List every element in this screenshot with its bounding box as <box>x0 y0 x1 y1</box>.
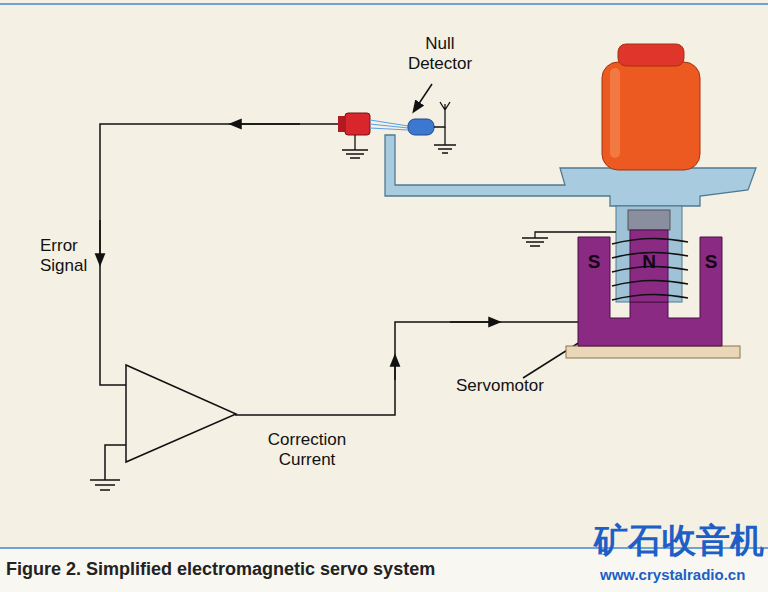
signal-name: Error Signal <box>40 236 100 277</box>
magnet-pole: N <box>630 237 668 297</box>
spindle-core <box>628 210 670 230</box>
pole-label: S <box>588 251 601 273</box>
coil-winding <box>612 238 688 244</box>
signal-name: Correction Current <box>257 430 357 471</box>
pole-label: S <box>705 251 718 273</box>
component-label: Null Detector <box>405 34 475 75</box>
coil-winding <box>612 294 688 300</box>
frame-line <box>0 3 768 5</box>
pole-label: N <box>642 251 656 273</box>
component-label: Servomotor <box>456 376 544 396</box>
signal-wire <box>90 84 600 490</box>
coil-winding <box>612 280 688 286</box>
magnet-pole: S <box>578 237 610 317</box>
amplifier-triangle <box>126 365 236 462</box>
watermark: www.crystalradio.cn <box>600 566 745 584</box>
coil <box>612 238 688 300</box>
figure-caption: Figure 2. Simplified electromagnetic ser… <box>6 559 435 581</box>
magnet-pole: S <box>700 237 722 317</box>
null-detector <box>338 102 456 158</box>
base-plate <box>566 346 740 358</box>
watermark: 矿石收音机 <box>594 520 764 561</box>
weight <box>602 44 700 170</box>
